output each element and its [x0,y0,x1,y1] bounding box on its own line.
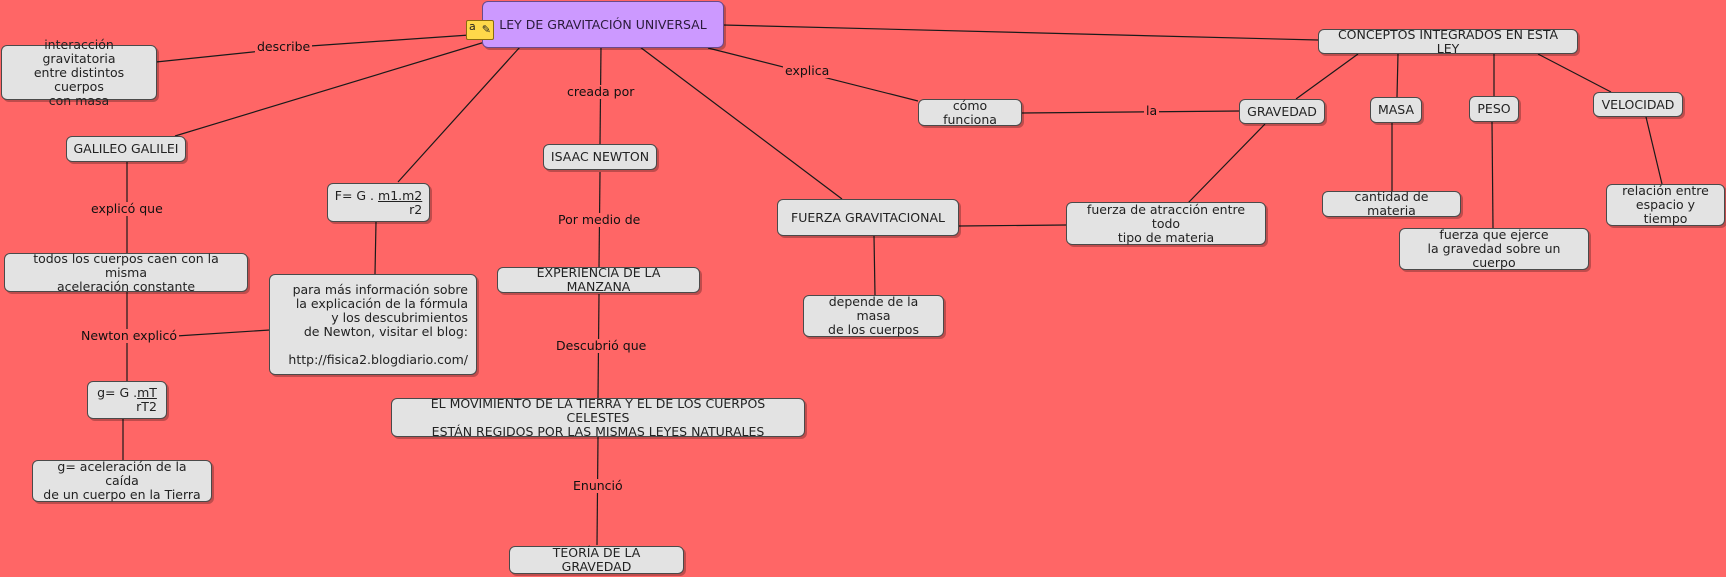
concept-galileo-galilei[interactable]: GALILEO GALILEI [66,136,186,162]
root-concept-node[interactable]: LEY DE GRAVITACIÓN UNIVERSAL [482,1,724,48]
concept-peso[interactable]: PESO [1469,96,1519,122]
f-formula: F= G . m1.m2 r2 [334,187,423,217]
g-formula: g= G .mT rT2 [97,386,157,414]
concept-isaac-newton[interactable]: ISAAC NEWTON [543,144,657,170]
concept-g-aceleracion[interactable]: g= aceleración de la caída de un cuerpo … [32,460,212,502]
concept-cantidad-materia[interactable]: cantidad de materia [1322,190,1461,218]
concept-experiencia-manzana[interactable]: EXPERIENCIA DE LA MANZANA [497,266,700,294]
f-formula-denominator: r2 [409,201,423,217]
concept-interaccion-gravitatoria[interactable]: interacción gravitatoria entre distintos… [1,37,157,107]
g-formula-numerator: mT [137,385,157,400]
link-label-newton-explico: Newton explicó [79,328,179,343]
concept-conceptos-integrados[interactable]: CONCEPTOS INTEGRADOS EN ESTA LEY [1318,27,1578,55]
resource-note-icon[interactable]: a ✎ [466,20,494,40]
concept-como-funciona[interactable]: cómo funciona [918,98,1022,126]
g-formula-denominator: rT2 [136,399,157,414]
link-label-la: la [1144,103,1160,118]
concept-todos-los-cuerpos[interactable]: todos los cuerpos caen con la misma acel… [4,251,248,293]
g-formula-prefix: g= G . [97,385,138,400]
concept-velocidad[interactable]: VELOCIDAD [1593,92,1683,117]
resource-note-glyph: a [469,20,476,33]
link-label-enuncio: Enunció [571,478,625,493]
concept-fuerza-gravitacional[interactable]: FUERZA GRAVITACIONAL [777,199,959,236]
f-formula-numerator: m1.m2 [378,187,423,203]
concept-masa[interactable]: MASA [1370,97,1422,123]
pencil-icon: ✎ [481,23,491,36]
concept-blog-info[interactable]: para más información sobre la explicació… [269,274,477,375]
concept-gravedad[interactable]: GRAVEDAD [1239,99,1325,124]
link-label-descubrio-que: Descubrió que [554,338,649,353]
concept-g-formula[interactable]: g= G .mT rT2 [87,381,167,419]
concept-movimiento-tierra[interactable]: EL MOVIMIENTO DE LA TIERRA Y EL DE LOS C… [391,396,805,438]
link-label-explica: explica [783,63,832,78]
link-label-creada-por: creada por [565,84,637,99]
f-formula-prefix: F= G . [334,187,375,203]
link-label-por-medio-de: Por medio de [556,212,643,227]
concept-relacion-espacio-tiempo[interactable]: relación entre espacio y tiempo [1606,184,1725,226]
concept-fuerza-ejerce[interactable]: fuerza que ejerce la gravedad sobre un c… [1399,228,1589,270]
link-label-explico-que: explicó que [89,201,165,216]
concept-depende-masa[interactable]: depende de la masa de los cuerpos [803,295,944,337]
link-label-describe: describe [255,39,313,54]
concept-fuerza-atraccion[interactable]: fuerza de atracción entre todo tipo de m… [1066,202,1266,245]
concept-f-formula[interactable]: F= G . m1.m2 r2 [327,183,430,222]
concept-teoria-gravedad[interactable]: TEORÍA DE LA GRAVEDAD [509,546,684,574]
